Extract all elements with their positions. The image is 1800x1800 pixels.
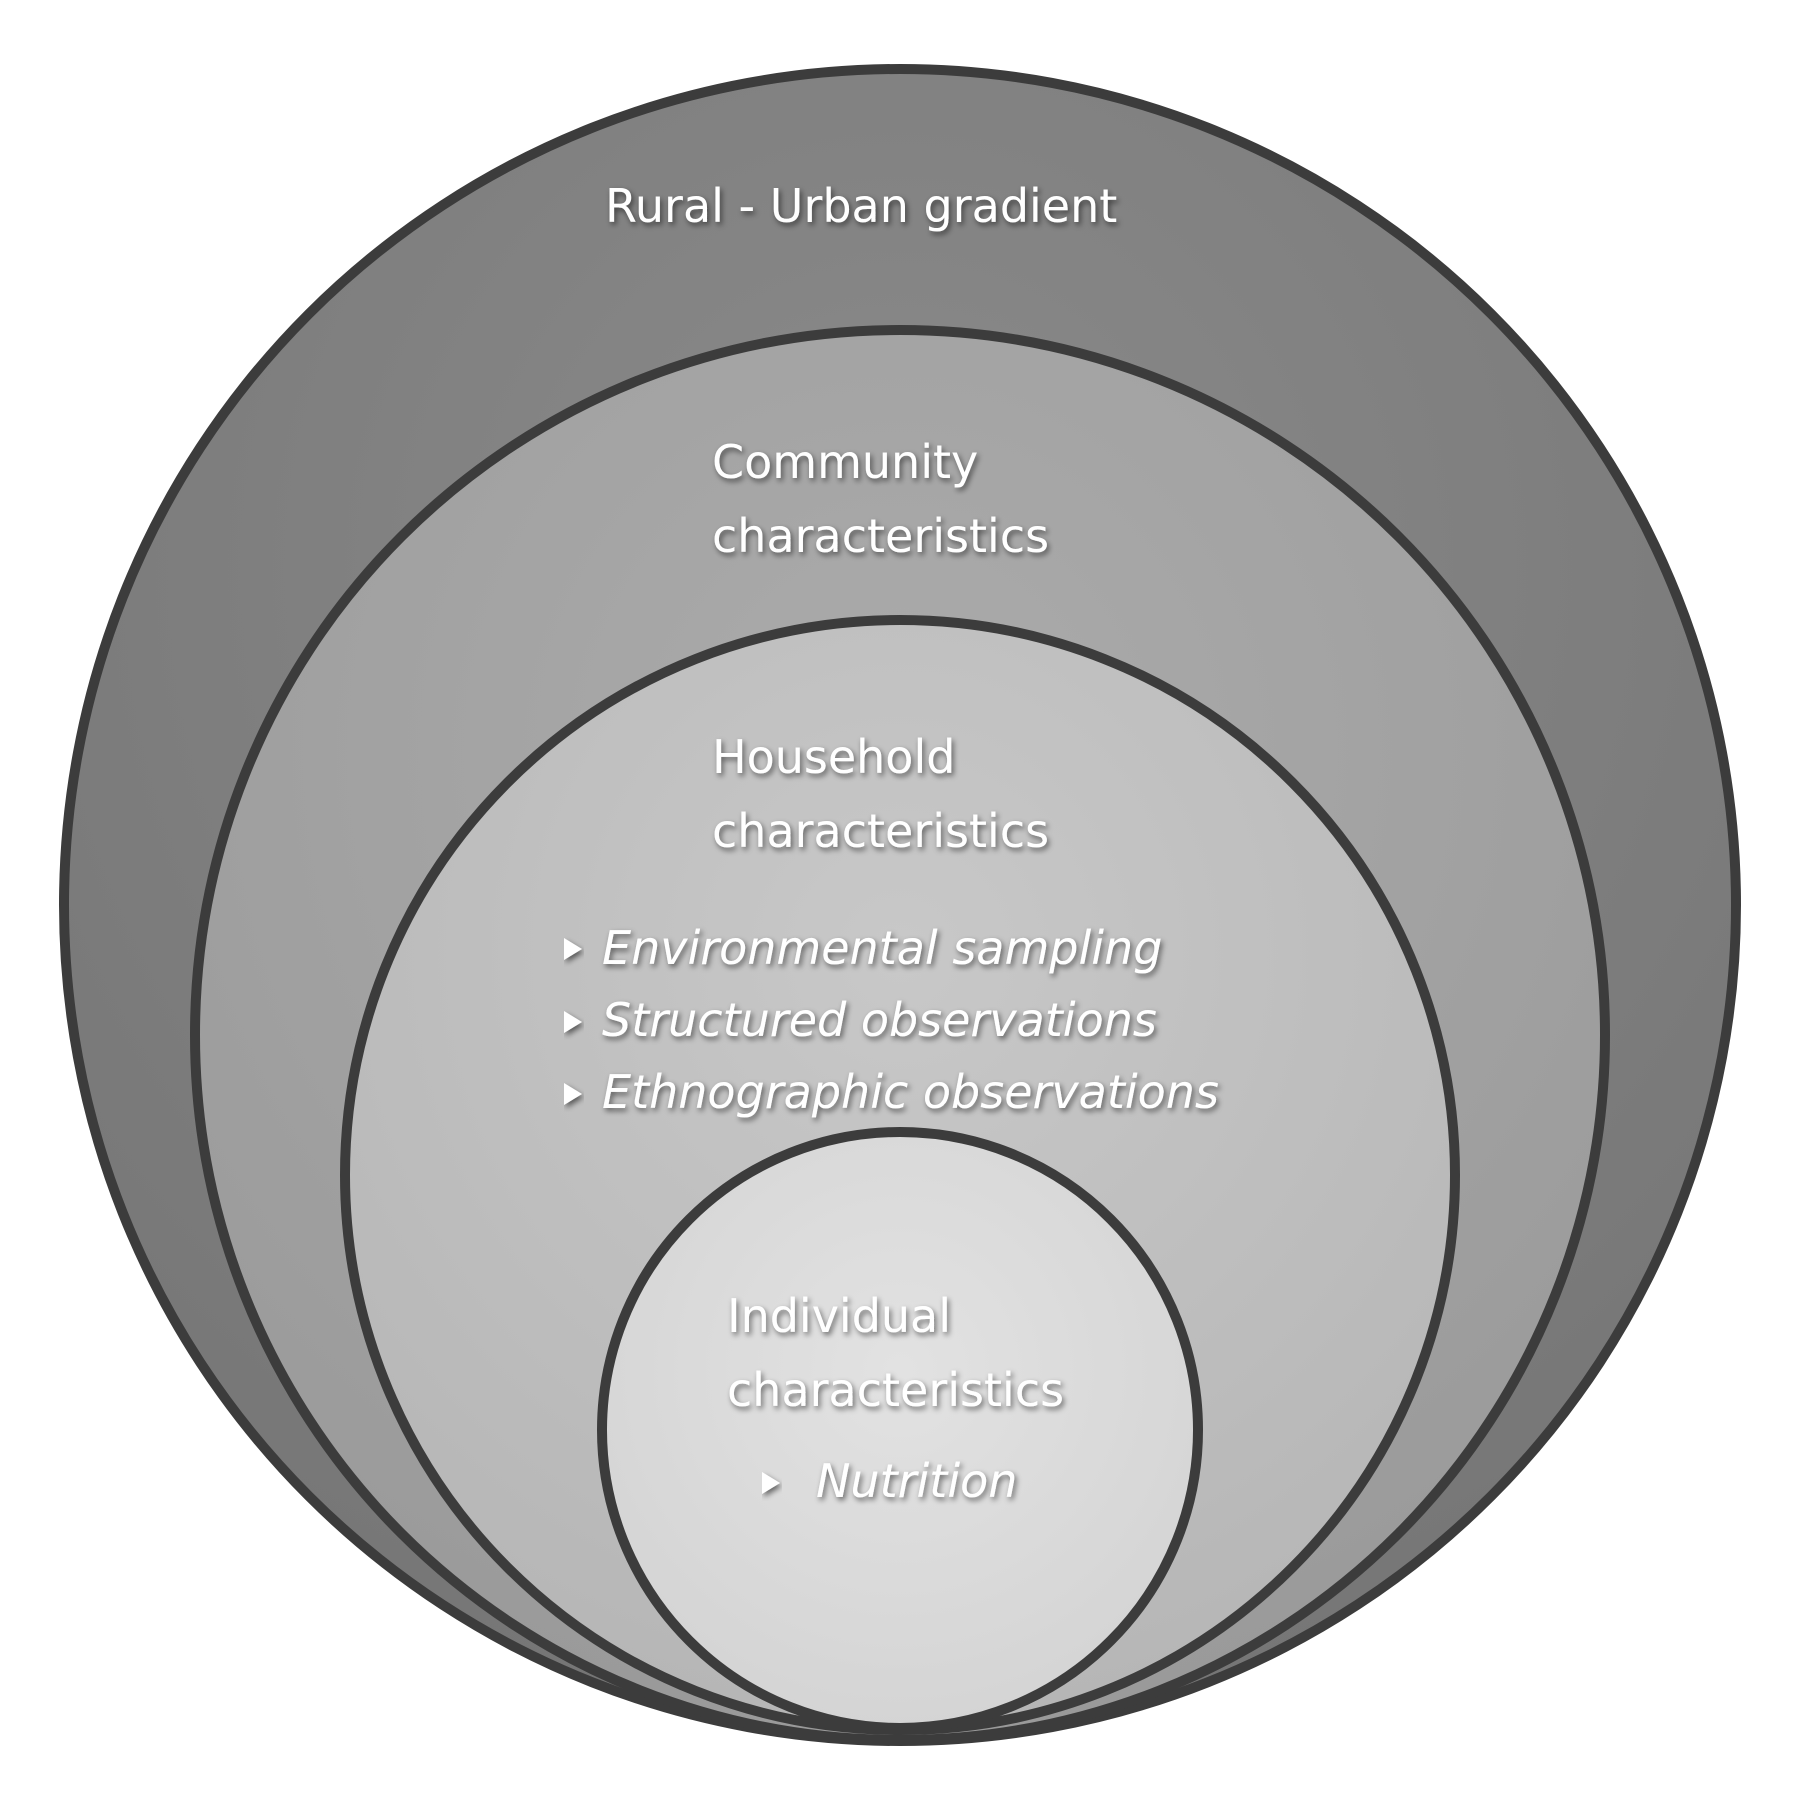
level-4-item: Nutrition (816, 1454, 1017, 1508)
level-4-title-line-2: characteristics (727, 1363, 1064, 1417)
level-4-circle (597, 1127, 1203, 1733)
level-2-title-line-1: Community (712, 435, 978, 489)
bullet-triangle-icon (564, 1011, 582, 1033)
level-3-item-text: Environmental sampling (602, 921, 1162, 975)
bullet-triangle-icon (564, 938, 582, 960)
level-3-item: Structured observations (602, 993, 1157, 1047)
level-3-item: Ethnographic observations (602, 1065, 1219, 1119)
level-1-title: Rural - Urban gradient (605, 179, 1117, 233)
bullet-triangle-icon (762, 1472, 780, 1494)
level-4-title: Individual (727, 1289, 951, 1343)
level-2-title-2: characteristics (712, 509, 1049, 563)
level-3-title-line-2: characteristics (712, 804, 1049, 858)
level-3-title-2: characteristics (712, 804, 1049, 858)
bullet-triangle-icon (564, 1083, 582, 1105)
level-1-title-line: Rural - Urban gradient (605, 179, 1117, 233)
level-4-title-2: characteristics (727, 1363, 1064, 1417)
level-3-title-line-1: Household (712, 730, 955, 784)
level-3-item-text: Structured observations (602, 993, 1157, 1047)
level-3-item: Environmental sampling (602, 921, 1162, 975)
level-2-title-line-2: characteristics (712, 509, 1049, 563)
level-3-item-text: Ethnographic observations (602, 1065, 1219, 1119)
level-2-title: Community (712, 435, 978, 489)
level-4-item-text: Nutrition (816, 1454, 1017, 1508)
level-3-title: Household (712, 730, 955, 784)
level-4-title-line-1: Individual (727, 1289, 951, 1343)
